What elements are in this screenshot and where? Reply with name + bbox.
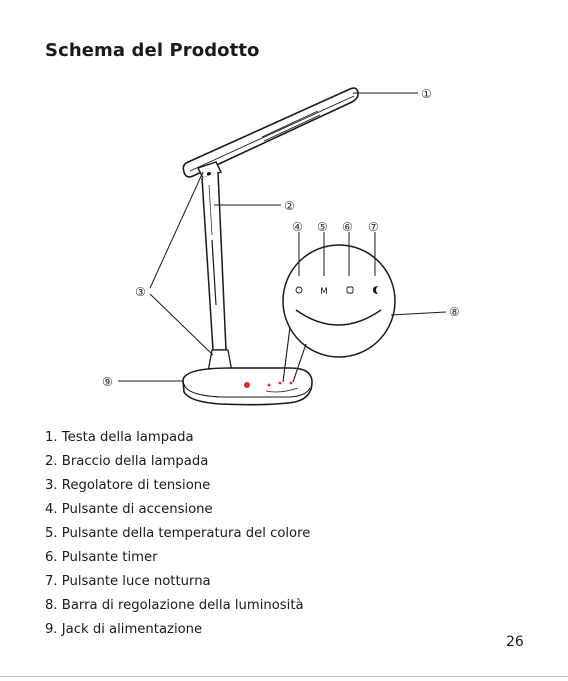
list-item: 4. Pulsante di accensione [45, 500, 310, 524]
lamp-base [183, 350, 312, 405]
bottom-divider [0, 676, 568, 677]
list-item: 7. Pulsante luce notturna [45, 572, 310, 596]
leader-lines [118, 93, 446, 381]
callout-4: ④ [292, 220, 303, 234]
list-item: 6. Pulsante timer [45, 548, 310, 572]
control-panel-detail: M [283, 245, 395, 382]
base-power-dot [244, 382, 250, 388]
callout-1: ① [421, 87, 432, 101]
callout-3: ③ [135, 285, 146, 299]
callout-8: ⑧ [449, 305, 460, 319]
callout-5: ⑤ [317, 220, 328, 234]
parts-list: 1. Testa della lampada 2. Braccio della … [45, 428, 310, 644]
callout-6: ⑥ [342, 220, 353, 234]
page-number: 26 [506, 634, 524, 650]
callout-9: ⑨ [102, 375, 113, 389]
list-item: 8. Barra di regolazione della luminosità [45, 596, 310, 620]
list-item: 5. Pulsante della temperatura del colore [45, 524, 310, 548]
base-led-2 [279, 382, 282, 385]
base-led-3 [290, 382, 293, 385]
mode-icon: M [320, 287, 328, 297]
callout-2: ② [284, 199, 295, 213]
list-item: 2. Braccio della lampada [45, 452, 310, 476]
callout-7: ⑦ [368, 220, 379, 234]
lamp-arm [202, 172, 226, 350]
list-item: 3. Regolatore di tensione [45, 476, 310, 500]
base-led-1 [268, 384, 271, 387]
list-item: 1. Testa della lampada [45, 428, 310, 452]
list-item: 9. Jack di alimentazione [45, 620, 310, 644]
